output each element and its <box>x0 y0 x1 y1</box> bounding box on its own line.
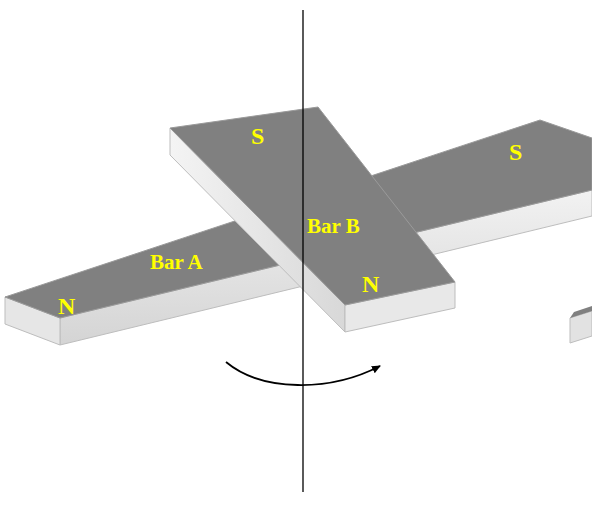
partial-bar <box>570 306 592 343</box>
pole-label: N <box>56 293 77 319</box>
pole-label: N <box>360 271 381 297</box>
bar-name: Bar B <box>305 215 362 238</box>
rotation-axis <box>302 10 303 492</box>
pole-label: S <box>249 123 266 149</box>
pole-label: S <box>507 139 524 165</box>
bar-name: Bar A <box>148 251 205 274</box>
rotation-arrow <box>226 362 380 385</box>
bar-b <box>170 107 455 332</box>
